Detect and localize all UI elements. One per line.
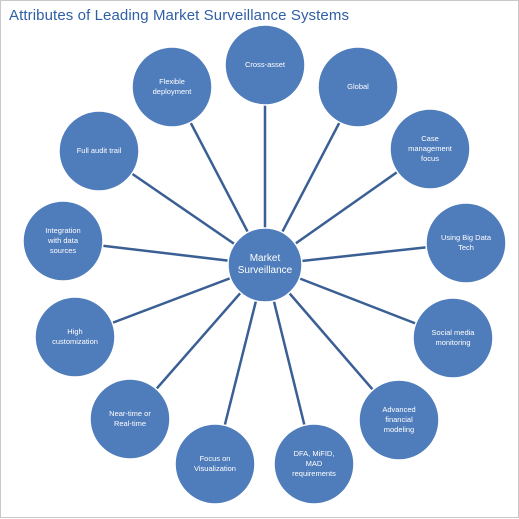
node-label: High customization [52,327,98,346]
node-label: Flexible deployment [152,77,192,96]
node-circle [224,24,306,106]
node-circle [358,379,440,461]
node-circle [412,297,494,379]
node-label: Social media monitoring [431,328,475,347]
node-label: Global [347,82,369,92]
node-circle [22,200,104,282]
node-label: Cross-asset [244,60,285,70]
center-label: Market Surveillance [237,252,293,277]
node-label: Focus on Visualization [194,454,236,473]
node-circle [58,110,140,192]
node-circle [273,423,355,505]
node-circle [425,202,507,284]
node-circle [174,423,256,505]
center-circle [227,227,303,303]
page-title: Attributes of Leading Market Surveillanc… [9,7,350,24]
node-label: Full audit trail [76,146,122,156]
node-label: Using Big Data Tech [440,233,492,252]
node-circle [89,378,171,460]
node-circle [131,46,213,128]
node-label: Advanced financial modeling [382,405,416,434]
node-label: DFA, MiFID, MAD requirements [292,449,336,478]
node-label: Near-time or Real-time [109,409,151,428]
node-circle [34,296,116,378]
node-circles [22,24,507,505]
node-label: Case management focus [408,134,452,163]
node-label: Integration with data sources [45,226,81,255]
node-circle [389,108,471,190]
node-circle [317,46,399,128]
